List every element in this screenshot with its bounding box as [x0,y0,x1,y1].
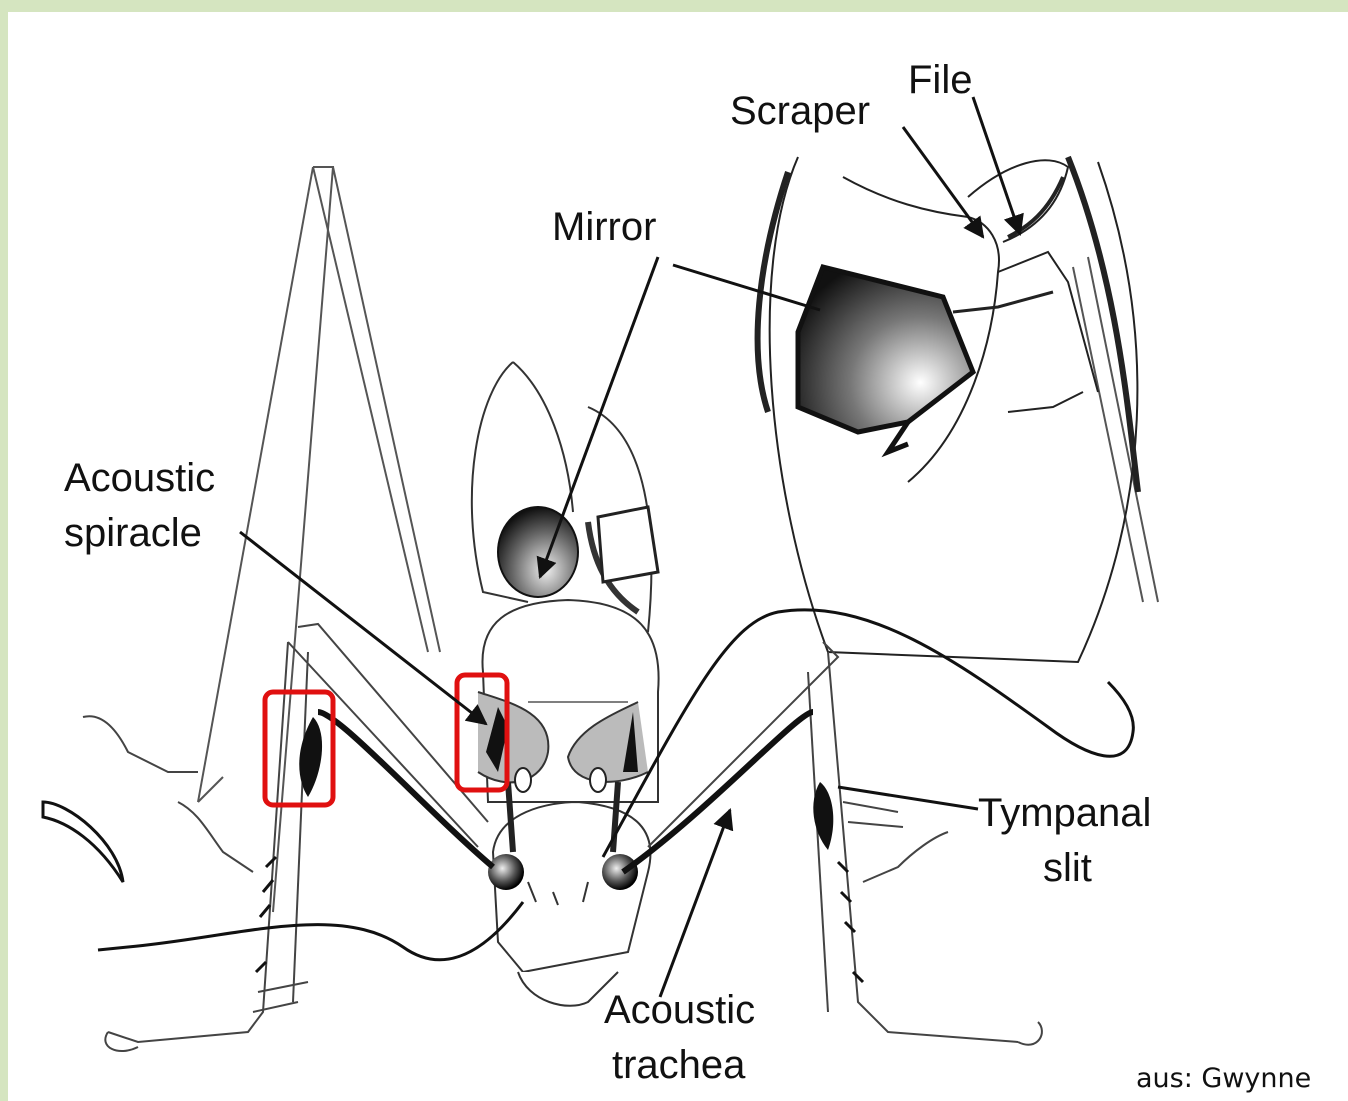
leader-mirror-large [673,265,820,310]
hind-leg-right [1073,257,1158,602]
label-tympanal-slit-2: slit [1043,845,1092,891]
leader-scraper [903,127,983,237]
label-acoustic-spiracle-2: spiracle [64,510,202,556]
eye-left [488,854,524,890]
front-leg-left [108,624,488,1042]
label-file: File [908,57,972,103]
label-mirror: Mirror [552,204,656,250]
hind-leg-left [198,167,440,912]
label-acoustic-spiracle-1: Acoustic [64,455,215,501]
highlight-box-tympanum [265,692,333,805]
diagram-canvas: File Scraper Mirror Acoustic spiracle Ty… [8,12,1348,1101]
antenna-left [98,902,523,960]
leader-spiracle [240,532,486,724]
mirror-small [498,507,578,597]
source-credit: aus: Gwynne [1136,1063,1311,1095]
front-leg-right [648,642,1018,1042]
mirror-large [798,267,973,432]
label-tympanal-slit-1: Tympanal [978,790,1151,836]
tympanum-right [813,782,833,850]
leader-file [973,97,1020,234]
eye-right [602,854,638,890]
katydid-drawing [8,12,1348,1101]
small-forewings [472,362,652,632]
label-scraper: Scraper [730,88,870,134]
label-acoustic-trachea-1: Acoustic [604,987,755,1033]
label-acoustic-trachea-2: trachea [612,1042,745,1088]
tympanum-left [299,717,322,797]
